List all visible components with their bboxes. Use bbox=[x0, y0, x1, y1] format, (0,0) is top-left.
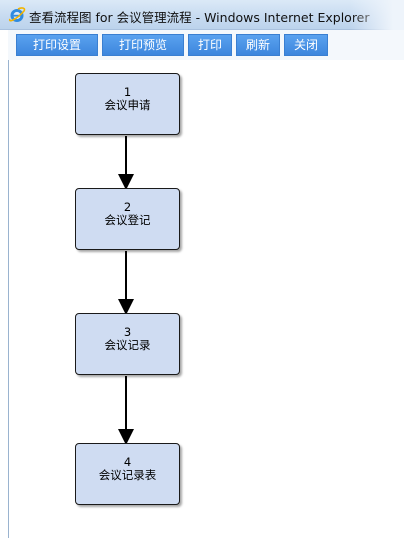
flow-node-1[interactable]: 1 会议申请 bbox=[75, 73, 180, 135]
refresh-button[interactable]: 刷新 bbox=[236, 34, 280, 56]
node-label: 会议记录 bbox=[104, 338, 151, 352]
print-toolbar: 打印设置 打印预览 打印 刷新 关闭 bbox=[8, 30, 404, 60]
flow-node-3[interactable]: 3 会议记录 bbox=[75, 313, 180, 375]
close-button[interactable]: 关闭 bbox=[284, 34, 328, 56]
node-label: 会议记录表 bbox=[98, 468, 157, 482]
print-preview-button[interactable]: 打印预览 bbox=[102, 34, 184, 56]
content-left-border bbox=[8, 60, 9, 538]
node-label: 会议申请 bbox=[104, 98, 151, 112]
flow-arrows bbox=[118, 136, 134, 445]
node-number: 4 bbox=[123, 455, 132, 469]
node-label: 会议登记 bbox=[104, 213, 151, 227]
title-bar-fade bbox=[350, 0, 404, 30]
print-settings-button[interactable]: 打印设置 bbox=[16, 34, 98, 56]
flow-node-4[interactable]: 4 会议记录表 bbox=[75, 443, 180, 505]
node-number: 3 bbox=[123, 325, 132, 339]
internet-explorer-icon bbox=[8, 7, 26, 22]
node-number: 2 bbox=[123, 200, 132, 214]
flow-node-2[interactable]: 2 会议登记 bbox=[75, 188, 180, 250]
window-title: 查看流程图 for 会议管理流程 - Windows Internet Expl… bbox=[29, 10, 370, 25]
flowchart-canvas: 1 会议申请 2 会议登记 3 会议记录 4 会议记录表 bbox=[0, 60, 404, 538]
print-button[interactable]: 打印 bbox=[188, 34, 232, 56]
node-number: 1 bbox=[123, 85, 132, 99]
title-bar: 查看流程图 for 会议管理流程 - Windows Internet Expl… bbox=[0, 0, 404, 30]
